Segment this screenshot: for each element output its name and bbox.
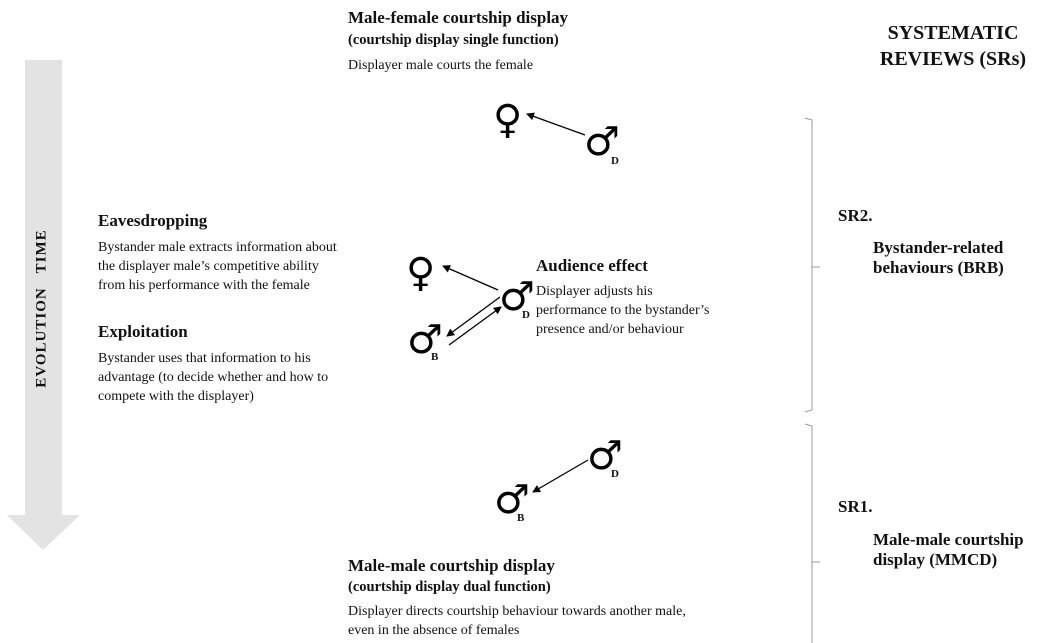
female-symbol-top: ♀ bbox=[493, 97, 523, 143]
female-symbol-middle: ♀ bbox=[406, 250, 436, 296]
bystander-subscript-bottom: B bbox=[517, 512, 525, 524]
exploitation-description: Bystander uses that information to his a… bbox=[98, 349, 328, 406]
eavesdropping-line-2: the displayer male’s competitive ability bbox=[98, 259, 319, 274]
evolution-time-arrow bbox=[7, 60, 80, 550]
arrow-bystander-to-displayer bbox=[448, 306, 502, 346]
sr2-label-line1: Bystander-related bbox=[873, 238, 1004, 257]
displayer-subscript-bottom: D bbox=[611, 468, 619, 480]
top-subtitle: (courtship display single function) bbox=[348, 32, 559, 48]
displayer-male-symbol-top: ♂ bbox=[584, 119, 620, 165]
arrow-displayer-to-female-top bbox=[526, 112, 586, 136]
bystander-male-symbol-bottom: ♂ bbox=[494, 477, 530, 523]
audience-line-1: Displayer adjusts his bbox=[536, 284, 653, 299]
sr2-code: SR2. bbox=[838, 206, 873, 225]
eavesdropping-line-3: from his performance with the female bbox=[98, 278, 310, 293]
displayer-male-symbol-middle: ♂ bbox=[499, 274, 535, 320]
sr1-label-line1: Male-male courtship bbox=[873, 530, 1024, 549]
eavesdropping-line-1: Bystander male extracts information abou… bbox=[98, 240, 337, 255]
audience-effect-description: Displayer adjusts his performance to the… bbox=[536, 282, 710, 339]
bottom-title: Male-male courtship display bbox=[348, 556, 555, 575]
sr1-bracket bbox=[804, 423, 820, 643]
bottom-description: Displayer directs courtship behaviour to… bbox=[348, 602, 686, 640]
displayer-male-symbol-bottom: ♂ bbox=[587, 433, 623, 479]
bottom-line-2: even in the absence of females bbox=[348, 623, 520, 638]
sr1-code: SR1. bbox=[838, 497, 873, 516]
sr1-label: Male-male courtship display (MMCD) bbox=[873, 530, 1024, 570]
displayer-subscript-middle: D bbox=[522, 309, 530, 321]
sr1-label-line2: display (MMCD) bbox=[873, 550, 998, 569]
bottom-line-1: Displayer directs courtship behaviour to… bbox=[348, 604, 686, 619]
audience-line-3: presence and/or behaviour bbox=[536, 322, 684, 337]
displayer-subscript-top: D bbox=[611, 155, 619, 167]
exploitation-line-3: compete with the displayer) bbox=[98, 389, 254, 404]
evolution-time-label: EVOLUTION TIME bbox=[33, 229, 50, 388]
exploitation-line-1: Bystander uses that information to his bbox=[98, 351, 311, 366]
sr-header-line2: REVIEWS (SRs) bbox=[879, 48, 1027, 70]
bottom-subtitle: (courtship display dual function) bbox=[348, 579, 551, 595]
eavesdropping-title: Eavesdropping bbox=[98, 211, 208, 230]
arrow-displayer-to-female-middle bbox=[442, 265, 499, 291]
sr2-label: Bystander-related behaviours (BRB) bbox=[873, 238, 1004, 278]
bystander-subscript-middle: B bbox=[431, 351, 439, 363]
sr2-label-line2: behaviours (BRB) bbox=[873, 258, 1004, 277]
audience-line-2: performance to the bystander’s bbox=[536, 303, 710, 318]
eavesdropping-description: Bystander male extracts information abou… bbox=[98, 238, 337, 295]
exploitation-title: Exploitation bbox=[98, 322, 188, 341]
top-title: Male-female courtship display bbox=[348, 8, 569, 27]
audience-effect-title: Audience effect bbox=[536, 256, 648, 275]
top-description: Displayer male courts the female bbox=[348, 58, 534, 73]
arrow-displayer-to-bystander-bottom bbox=[532, 459, 589, 493]
exploitation-line-2: advantage (to decide whether and how to bbox=[98, 370, 329, 385]
sr-header-line1: SYSTEMATIC bbox=[887, 22, 1019, 44]
sr-header: SYSTEMATIC REVIEWS (SRs) bbox=[858, 20, 1048, 72]
sr2-bracket bbox=[804, 117, 820, 413]
arrow-displayer-to-bystander bbox=[446, 296, 501, 337]
bystander-male-symbol-middle: ♂ bbox=[407, 317, 443, 363]
